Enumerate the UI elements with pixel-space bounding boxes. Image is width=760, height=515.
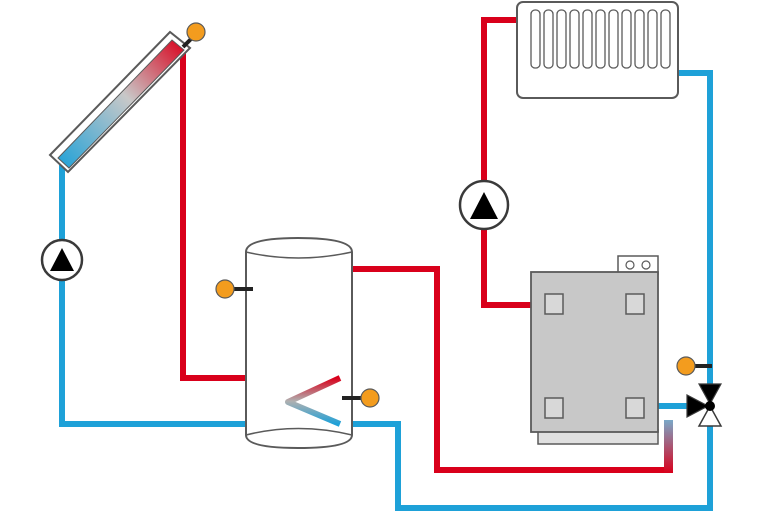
tank-to-boiler-hot-pipe: [352, 266, 670, 473]
solar-panel-icon: [48, 30, 192, 174]
radiator-fin: [634, 9, 645, 69]
heating-circuit-pipes: [352, 17, 713, 511]
radiator-fin: [582, 9, 593, 69]
boiler-to-radiator-pipe: [481, 17, 548, 308]
valve-sensor-icon: [676, 356, 696, 376]
collector-sensor-icon: [186, 22, 206, 42]
heating-pump: [458, 179, 510, 231]
radiator-fin: [569, 9, 580, 69]
tank-lower-sensor-icon: [360, 388, 380, 408]
three-way-valve: [676, 356, 723, 427]
boiler-icon: [530, 255, 659, 445]
solar-pump: [40, 238, 84, 282]
storage-tank: [215, 236, 380, 450]
radiator-return-pipe: [678, 70, 713, 390]
tank-upper-sensor-icon: [215, 279, 235, 299]
radiator-icon: [516, 1, 679, 99]
radiator-fin: [608, 9, 619, 69]
pump-icon: [40, 238, 84, 282]
radiator: [516, 1, 679, 99]
radiator-fin: [543, 9, 554, 69]
radiator-fin: [660, 9, 671, 69]
tank-coil: [285, 375, 342, 427]
tank-icon: [245, 236, 353, 450]
radiator-fin: [595, 9, 606, 69]
boiler-return-gradient: [664, 420, 673, 473]
valve-to-tank-return-pipe: [352, 420, 713, 511]
pump-icon: [458, 179, 510, 231]
solar-collector: [48, 22, 206, 174]
radiator-fin: [621, 9, 632, 69]
mixing-valve-icon: [686, 383, 723, 427]
radiator-fin: [530, 9, 541, 69]
boiler: [530, 255, 659, 445]
radiator-fin: [647, 9, 658, 69]
radiator-fin: [556, 9, 567, 69]
